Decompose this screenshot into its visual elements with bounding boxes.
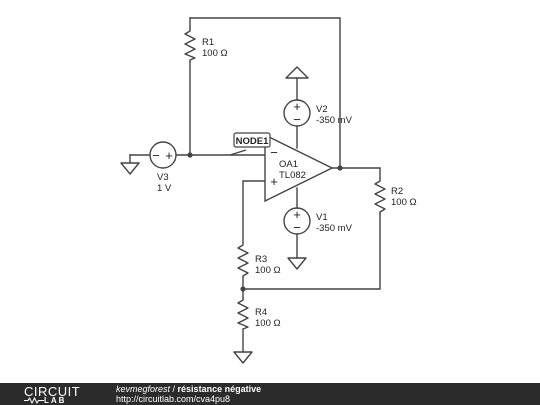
v3-name: V3 [157,172,169,183]
credit-separator: / [170,384,178,394]
circuitlab-logo-bottom: LAB [44,396,67,405]
circuit-title: résistance négative [177,384,262,394]
v1-plus-sign: + [293,207,301,222]
v3-minus-sign: − [152,148,160,163]
wires [129,17,381,353]
opamp-oa1[interactable]: − + OA1 TL082 [264,133,334,203]
v3-plus-sign: + [165,148,173,163]
resistor-logo-icon [24,397,44,404]
circuit-url-link[interactable]: http://circuitlab.com/cva4pu8 [116,394,231,404]
circuitlab-logo-top: CIRCUIT [24,384,81,399]
resistor-r3[interactable]: R3 100 Ω [237,242,281,278]
resistor-r1[interactable]: R1 100 Ω [184,28,228,62]
v2-plus-sign: + [293,99,301,114]
node1-text: NODE1 [236,136,269,147]
ground-icon [233,351,253,364]
resistor-r2[interactable]: R2 100 Ω [374,178,417,214]
ground-icon [120,162,140,175]
opamp-noninverting-sign: + [270,174,278,189]
node-label-node1[interactable]: NODE1 [229,132,271,156]
footer-credit: kevmegforest / résistance négative [116,384,261,394]
r3-name: R3 [255,254,267,265]
junction-dot [187,152,193,158]
ground-icon [287,257,307,270]
opamp-name: OA1 [279,159,298,170]
v2-name: V2 [316,104,328,115]
supply-arrow-icon [285,66,309,79]
v1-value: -350 mV [316,223,353,234]
r1-name: R1 [202,37,214,48]
r4-name: R4 [255,307,267,318]
author-link[interactable]: kevmegforest [116,384,171,394]
r3-value: 100 Ω [255,265,281,276]
resistor-r4[interactable]: R4 100 Ω [237,297,281,330]
r1-value: 100 Ω [202,48,228,59]
junction-dot [337,165,343,171]
opamp-inverting-sign: − [270,145,278,160]
voltage-source-v2[interactable]: + − V2 -350 mV [283,99,353,127]
schematic-canvas: R1 100 Ω R2 100 Ω R3 100 Ω R4 100 Ω − + … [120,17,417,364]
footer-bar: CIRCUIT LAB kevmegforest / résistance né… [0,383,540,405]
v2-value: -350 mV [316,115,353,126]
opamp-model: TL082 [279,170,306,181]
junction-dot [240,286,246,292]
voltage-source-v1[interactable]: + − V1 -350 mV [283,207,353,235]
r2-name: R2 [391,186,403,197]
r2-value: 100 Ω [391,197,417,208]
voltage-source-v3[interactable]: − + V3 1 V [149,141,177,194]
v1-name: V1 [316,212,328,223]
r4-value: 100 Ω [255,318,281,329]
v3-value: 1 V [157,183,172,194]
v1-minus-sign: − [293,220,301,235]
v2-minus-sign: − [293,112,301,127]
